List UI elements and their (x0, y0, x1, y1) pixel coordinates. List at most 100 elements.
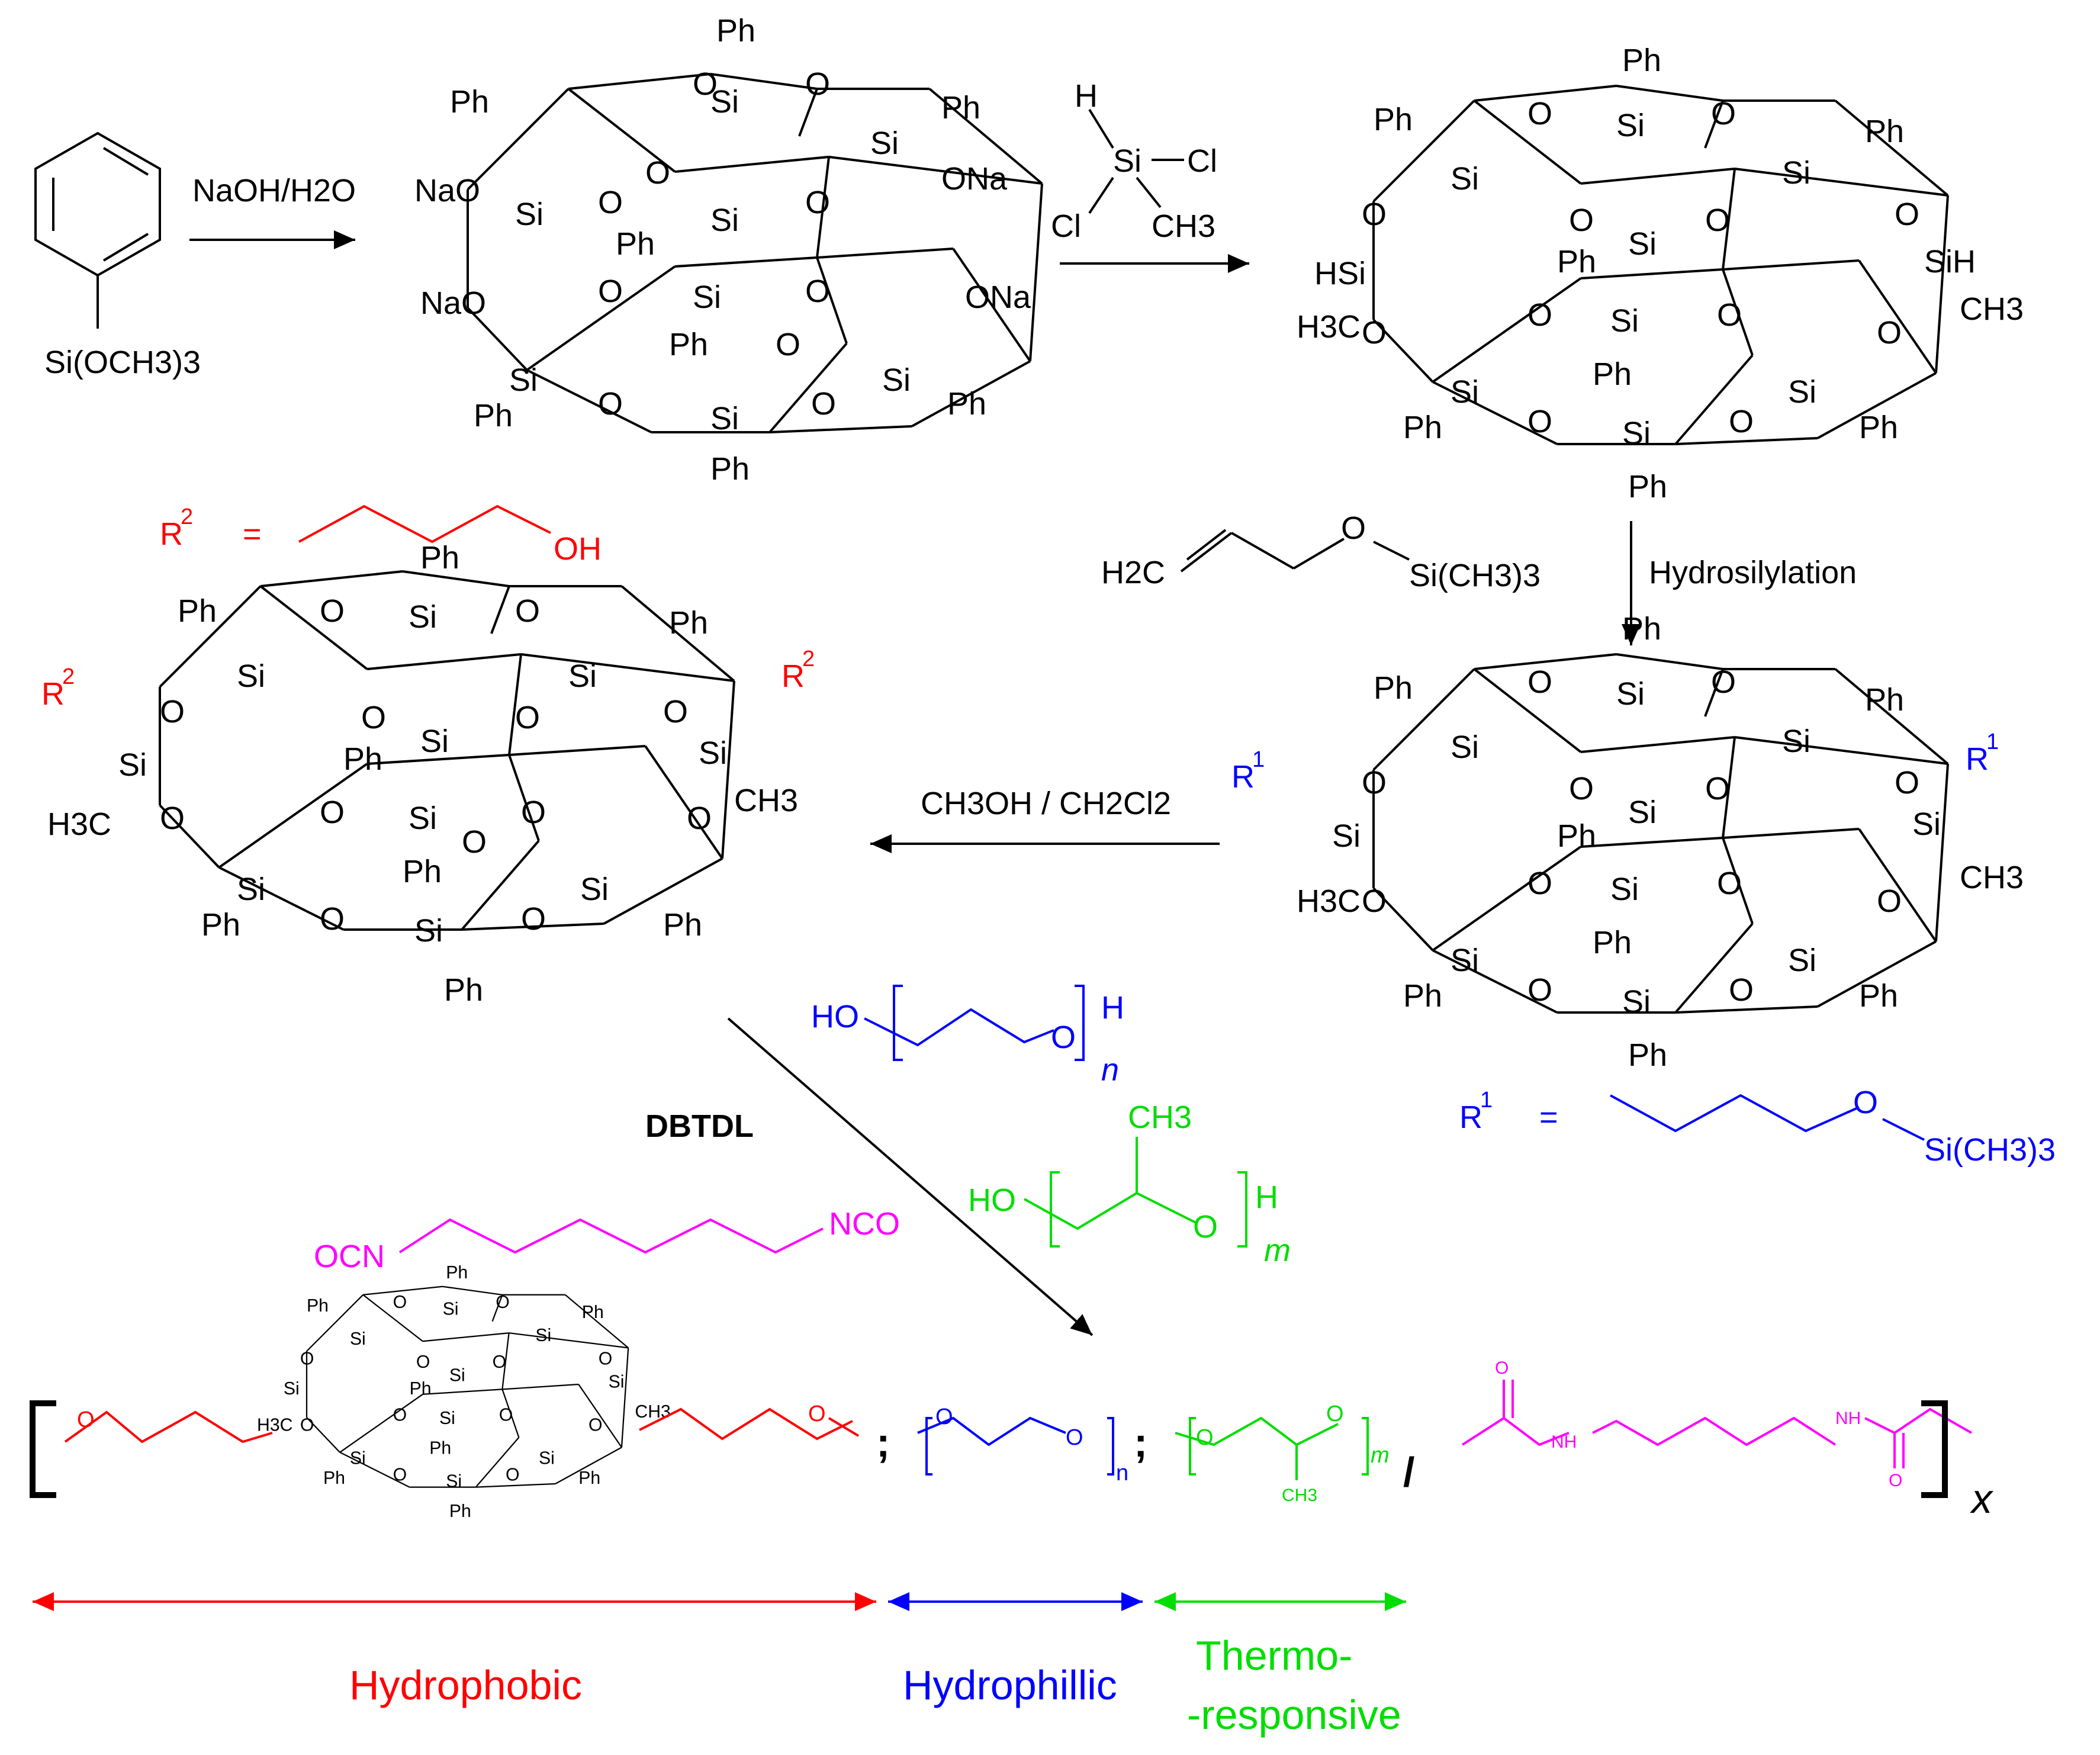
svg-text:O: O (1362, 197, 1387, 232)
r2-definition: R 2 = OH (160, 504, 602, 567)
svg-text:O: O (805, 66, 830, 102)
svg-text:Si: Si (1113, 143, 1141, 179)
svg-text:Si: Si (446, 1472, 462, 1492)
svg-text:O: O (521, 795, 546, 830)
svg-text:H3C: H3C (47, 806, 111, 842)
svg-text:O: O (496, 1293, 510, 1312)
svg-text:Ph: Ph (582, 1303, 604, 1322)
svg-text:R: R (1966, 741, 1989, 777)
svg-text:O: O (1196, 1425, 1214, 1450)
segment-hydrophobic: Hydrophobic (33, 1592, 876, 1708)
svg-text:ONa: ONa (965, 279, 1031, 315)
svg-text:CH3: CH3 (1282, 1486, 1317, 1505)
svg-text:2: 2 (802, 647, 815, 671)
svg-text:O: O (1853, 1085, 1878, 1120)
svg-text:Ph: Ph (578, 1468, 600, 1488)
phenyl-trimethoxysilane: Si(OCH3)3 (34, 131, 201, 380)
svg-text:n: n (1101, 1052, 1119, 1088)
svg-text:Si: Si (699, 735, 727, 771)
segment-hydrophillic: Hydrophillic (888, 1592, 1143, 1708)
svg-text:O: O (663, 694, 688, 729)
svg-text:O: O (493, 1352, 507, 1372)
svg-text:Ph: Ph (1374, 670, 1413, 706)
svg-text:O: O (598, 274, 623, 309)
svg-text:O: O (393, 1293, 407, 1312)
svg-text:O: O (1717, 866, 1742, 901)
svg-text:O: O (776, 327, 800, 362)
svg-text:Si: Si (284, 1379, 300, 1399)
svg-text:O: O (1362, 765, 1387, 801)
svg-text:Cl: Cl (1187, 143, 1217, 179)
svg-text:O: O (1527, 664, 1552, 700)
svg-text:Ph: Ph (1374, 102, 1413, 137)
final-polyurethane: O Si Si Si Si Si Si Si Si Si Si H3C CH3 … (30, 1263, 1994, 1522)
svg-text:O: O (1729, 404, 1754, 439)
svg-text:HO: HO (811, 999, 859, 1034)
svg-text:H: H (1075, 78, 1098, 114)
svg-text:HO: HO (968, 1182, 1016, 1218)
svg-text:Si: Si (1782, 155, 1810, 191)
svg-text:O: O (393, 1406, 407, 1425)
polymerization-arrow (727, 1017, 1094, 1336)
svg-text:Ph: Ph (669, 605, 708, 641)
svg-text:Si: Si (1782, 724, 1810, 759)
step1-reagent: NaOH/H2O (192, 173, 356, 208)
svg-text:CH3: CH3 (1128, 1100, 1192, 1135)
step2-arrow: H Si Cl Cl CH3 (1051, 78, 1249, 273)
svg-text:O: O (935, 1404, 953, 1429)
svg-text:Ph: Ph (710, 451, 750, 487)
svg-text:Ph: Ph (947, 386, 986, 422)
svg-text:O: O (693, 66, 718, 102)
svg-text:-responsive: -responsive (1187, 1692, 1401, 1738)
svg-text:Ph: Ph (1593, 356, 1632, 392)
svg-text:Si: Si (882, 362, 911, 398)
svg-text:Si: Si (1628, 795, 1657, 830)
svg-text:Ph: Ph (474, 398, 513, 433)
svg-text:Cl: Cl (1051, 208, 1081, 244)
svg-text:O: O (499, 1406, 513, 1425)
svg-text:Si: Si (870, 126, 899, 161)
svg-text:O: O (515, 593, 540, 629)
svg-text:O: O (805, 274, 830, 309)
svg-text:R: R (41, 676, 65, 712)
svg-text:CH3OH / CH2Cl2: CH3OH / CH2Cl2 (921, 786, 1171, 821)
svg-text:Ph: Ph (1622, 43, 1661, 78)
hdi-reagent: OCN NCO (314, 1206, 900, 1274)
svg-text:Ph: Ph (1865, 114, 1904, 149)
svg-text:Si(CH3)3: Si(CH3)3 (1409, 558, 1541, 593)
svg-text:O: O (1895, 765, 1919, 801)
svg-text:Ph: Ph (1859, 410, 1898, 445)
svg-text:Si: Si (1622, 416, 1651, 451)
svg-text:Si: Si (439, 1409, 455, 1428)
svg-text:O: O (1527, 404, 1552, 439)
svg-text:R: R (160, 516, 183, 552)
svg-text:Si: Si (1788, 943, 1816, 978)
svg-text:Ph: Ph (450, 84, 489, 120)
svg-text:ONa: ONa (941, 161, 1008, 197)
svg-text:O: O (515, 700, 540, 735)
svg-text:/: / (1403, 1449, 1414, 1495)
svg-text:Si: Si (409, 599, 437, 635)
svg-text:Si(CH3)3: Si(CH3)3 (1924, 1132, 2056, 1168)
svg-text:Thermo-: Thermo- (1196, 1632, 1352, 1679)
svg-text:O: O (320, 901, 345, 937)
svg-text:Ph: Ph (1403, 978, 1442, 1014)
svg-text:Si: Si (710, 401, 739, 436)
svg-text:Ph: Ph (201, 907, 240, 943)
svg-text:Si: Si (1451, 943, 1479, 978)
svg-text:O: O (160, 801, 185, 836)
step1-arrow: NaOH/H2O (189, 173, 356, 249)
svg-text:Ph: Ph (429, 1439, 451, 1458)
svg-text:O: O (300, 1349, 314, 1368)
svg-text:R: R (1459, 1100, 1482, 1135)
r2-functional-cage: Si Si Si Si Si Si Si Si Si Si H3C CH3 O … (41, 540, 815, 1008)
svg-text:Si: Si (609, 1372, 625, 1392)
svg-text:Si: Si (443, 1299, 459, 1319)
svg-text:Si: Si (414, 913, 443, 949)
svg-text:O: O (1711, 96, 1736, 131)
svg-text:O: O (1326, 1402, 1344, 1426)
svg-text:O: O (1527, 96, 1552, 131)
r1-definition: R 1 = O Si(CH3)3 (1459, 1085, 2056, 1168)
svg-text:Hydrosilylation: Hydrosilylation (1649, 555, 1857, 590)
svg-text:Si: Si (1912, 806, 1941, 842)
